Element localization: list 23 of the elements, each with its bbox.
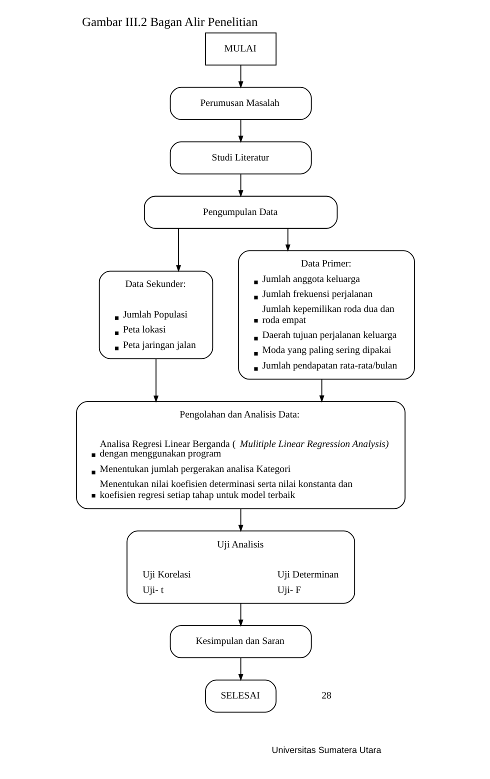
- arrow: [284, 228, 290, 252]
- arrow: [238, 508, 243, 532]
- label: Universitas Sumatera Utara: [271, 744, 381, 755]
- arrow: [238, 119, 243, 143]
- arrow: [238, 174, 243, 198]
- diagram-title: Gambar III.2 Bagan Alir Penelitian: [81, 14, 258, 29]
- arrow: [176, 228, 181, 272]
- node-box: Data Sekunder: Jumlah Populasi Peta lokasi Peta jaringan jalan: [98, 270, 213, 360]
- node-box: Studi Literatur: [169, 141, 312, 174]
- node-box: MULAI: [204, 32, 276, 66]
- arrow: [318, 378, 324, 403]
- node-box: Uji Analisis Uji Korelasi Uji Determinan Uji- t Uji- F: [126, 530, 355, 604]
- node-box: Data Primer: Jumlah anggota keluarga Jumlah frekuensi perjalanan Jumlah kepemilikan roda dua dan roda empat Daerah tujuan perjalanan keluarga Moda yang paling sering dipakai Jumlah pendapatan rata-rata/bulan: [238, 250, 414, 380]
- arrow: [238, 64, 243, 88]
- arrow: [238, 658, 243, 682]
- node-box: Pengolahan dan Analisis Data: Analisa Regresi Linear Berganda (Mulitiple Linear Regression Analysis) dengan menggunakan program Menentukan jumlah pergerakan analisa Kategori Menentukan nilai koefisien determinasi serta nilai konstanta dan koefisien regresi setiap tahap untuk model terbaik: [76, 401, 405, 510]
- arrow: [238, 603, 243, 627]
- label: 28: [321, 690, 331, 702]
- node-box: Kesimpulan dan Saran: [169, 625, 312, 658]
- node-box: Perumusan Masalah: [169, 86, 312, 120]
- node-box: SELESAI: [204, 680, 276, 713]
- arrow: [153, 358, 158, 403]
- node-box: Pengumpulan Data: [143, 196, 338, 229]
